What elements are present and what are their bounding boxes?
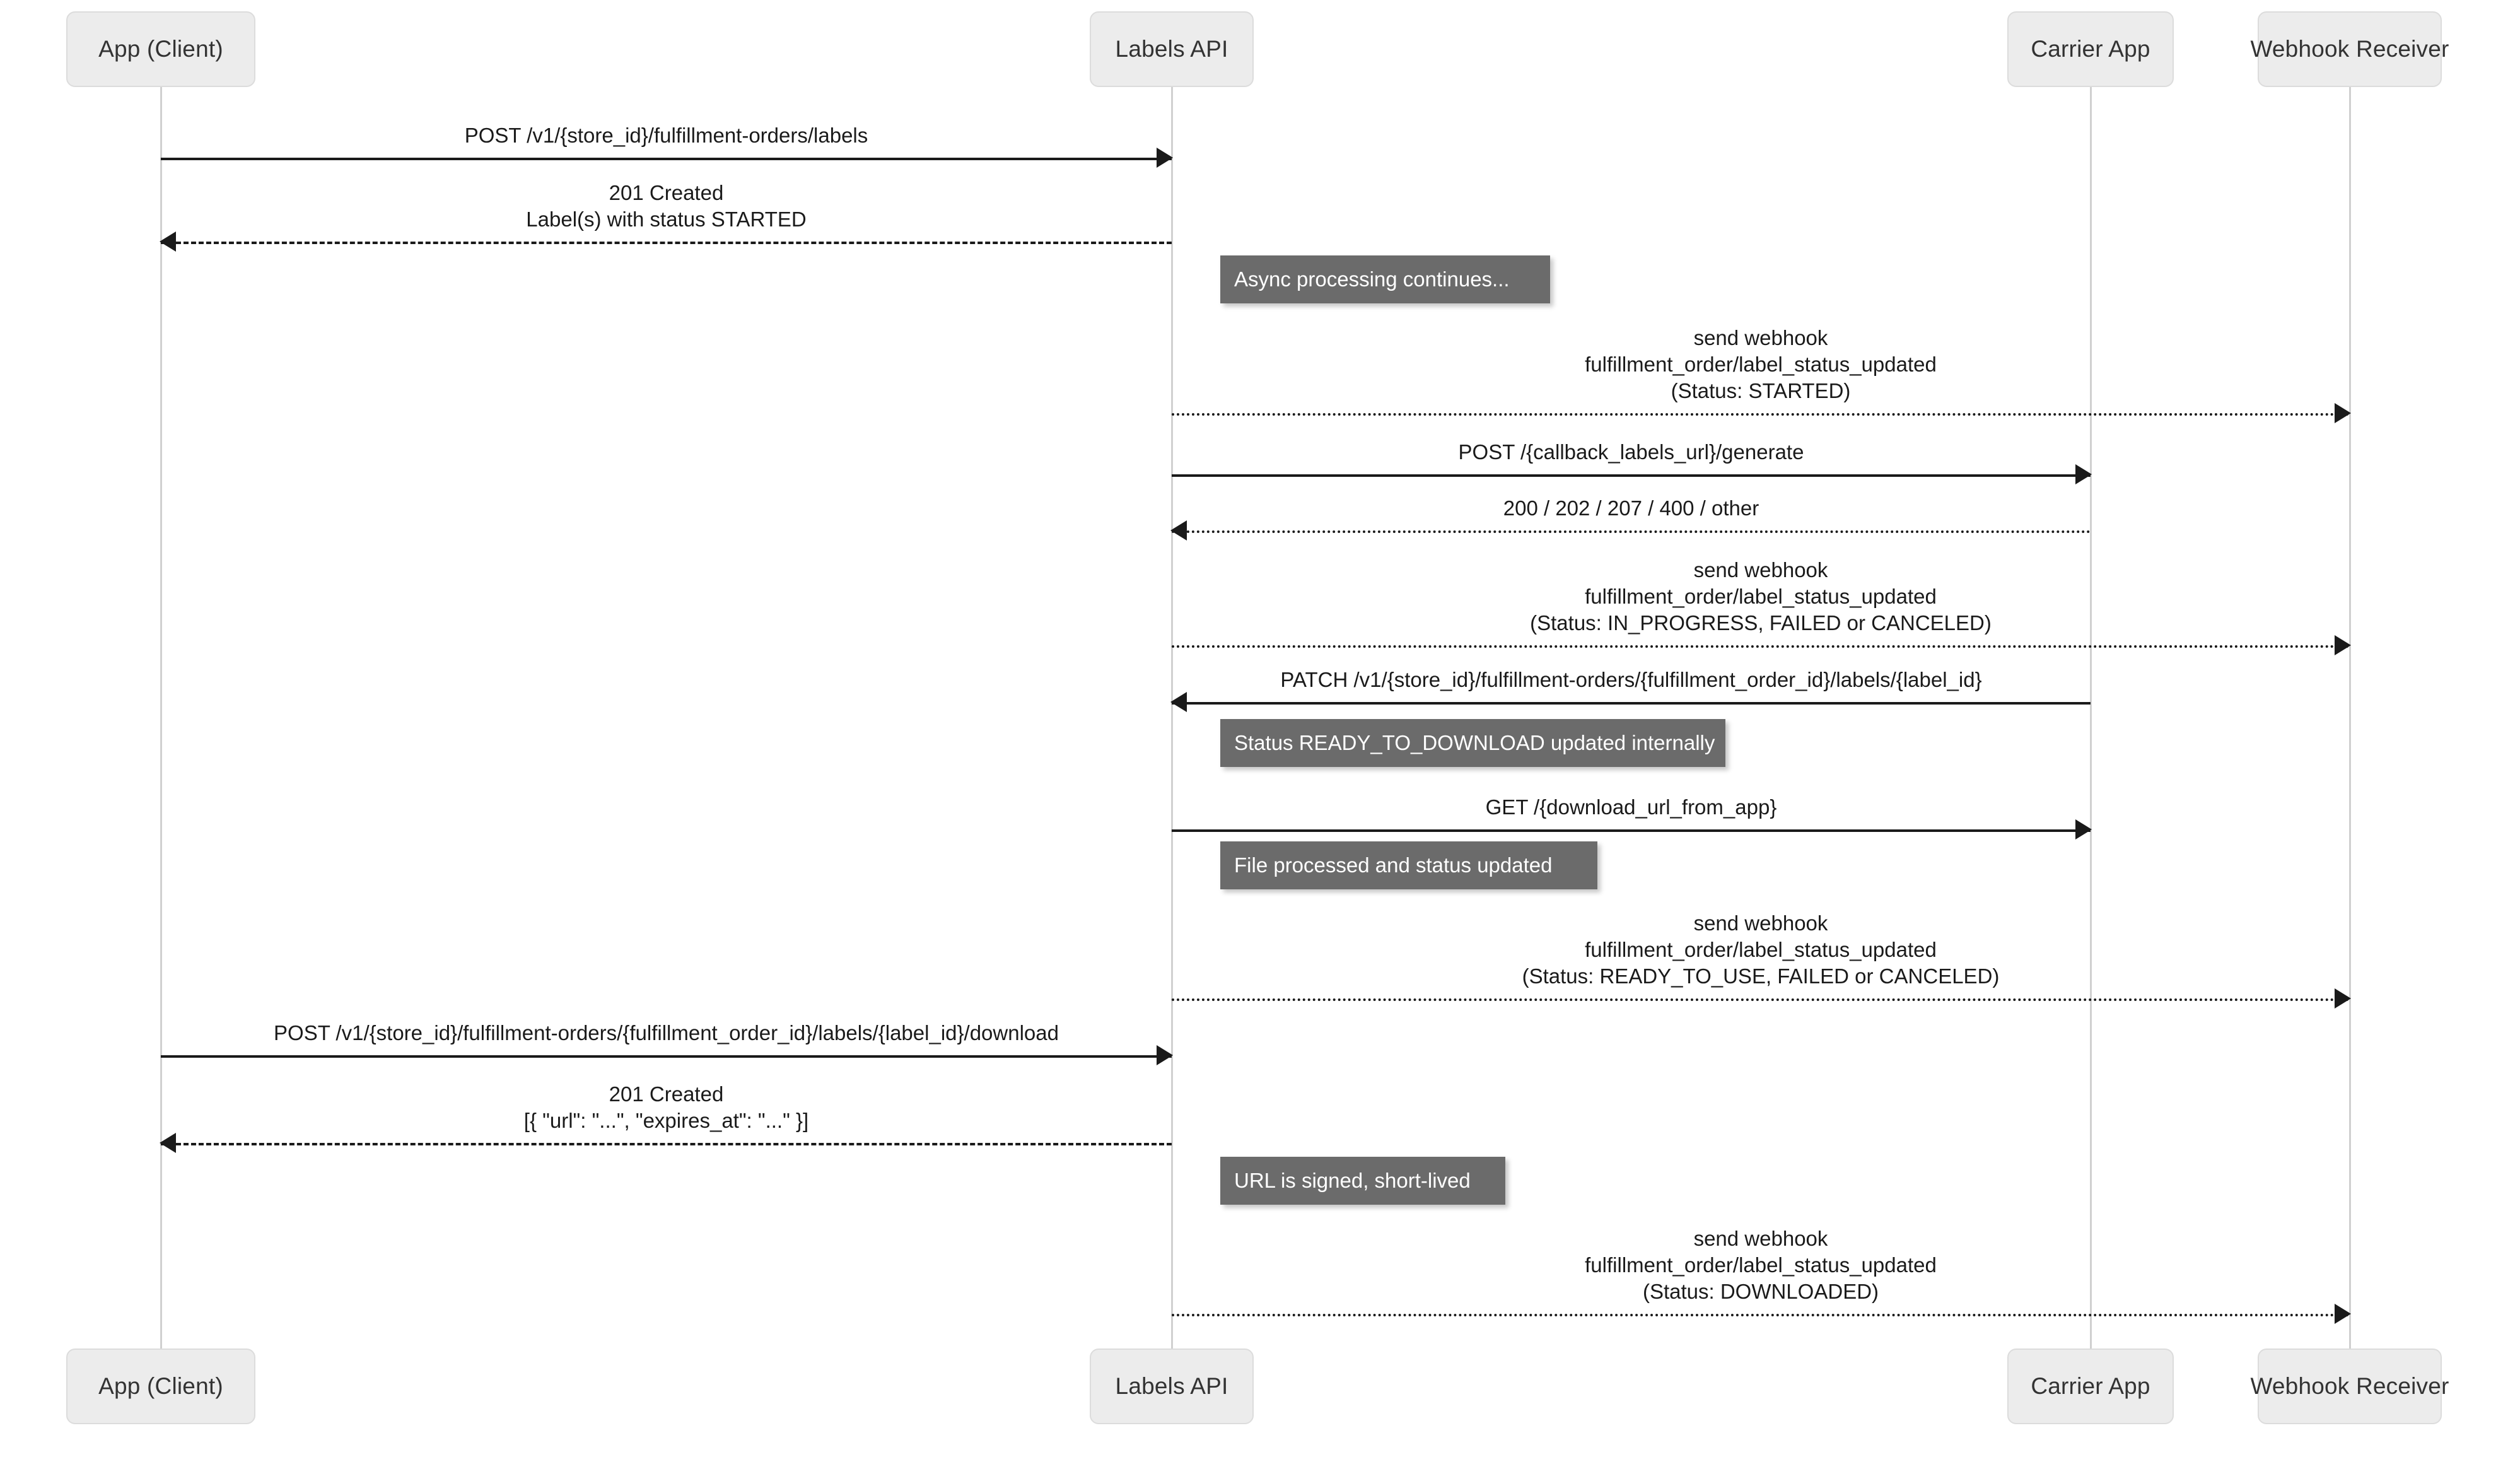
participant-label: Carrier App xyxy=(2031,36,2150,62)
arrowhead-right-icon xyxy=(2335,403,2351,423)
arrowhead-right-icon xyxy=(1157,1045,1173,1065)
arrowhead-right-icon xyxy=(2335,988,2351,1009)
message-label-m6: send webhook fulfillment_order/label_sta… xyxy=(1530,558,1992,635)
lifeline-api xyxy=(1171,87,1173,1349)
message-label-m5: 200 / 202 / 207 / 400 / other xyxy=(1503,496,1759,520)
message-line xyxy=(1172,474,2091,477)
participant-app-bottom[interactable]: App (Client) xyxy=(66,1349,255,1424)
note-text: File processed and status updated xyxy=(1234,853,1553,877)
arrowhead-right-icon xyxy=(2075,819,2092,840)
note-n4: URL is signed, short-lived xyxy=(1220,1157,1505,1205)
note-text: Status READY_TO_DOWNLOAD updated interna… xyxy=(1234,731,1715,754)
arrowhead-right-icon xyxy=(2335,1304,2351,1324)
note-n1: Async processing continues... xyxy=(1220,255,1550,303)
participant-label: Webhook Receiver xyxy=(2250,1373,2449,1399)
arrowhead-right-icon xyxy=(2075,464,2092,484)
lifeline-app xyxy=(160,87,162,1349)
message-line xyxy=(161,1143,1172,1145)
participant-webhook-top[interactable]: Webhook Receiver xyxy=(2250,11,2449,87)
message-label-m2: 201 Created Label(s) with status STARTED xyxy=(526,181,807,231)
lifeline-webhook xyxy=(2349,87,2351,1349)
message-label-m1: POST /v1/{store_id}/fulfillment-orders/l… xyxy=(464,124,868,147)
message-label-m4: POST /{callback_labels_url}/generate xyxy=(1458,440,1804,464)
message-line xyxy=(1172,645,2350,648)
arrowhead-left-icon xyxy=(160,231,176,252)
participant-webhook-bottom[interactable]: Webhook Receiver xyxy=(2250,1349,2449,1424)
participant-label: Webhook Receiver xyxy=(2250,36,2449,62)
message-line xyxy=(1172,530,2091,533)
message-label-m12: send webhook fulfillment_order/label_sta… xyxy=(1585,1227,1937,1304)
message-line xyxy=(1172,1314,2350,1316)
participant-label: Labels API xyxy=(1115,1373,1228,1399)
message-label-m9: send webhook fulfillment_order/label_sta… xyxy=(1522,911,2000,988)
lifeline-carrier xyxy=(2090,87,2092,1349)
arrowhead-right-icon xyxy=(2335,635,2351,655)
message-line xyxy=(161,158,1172,160)
message-label-m7: PATCH /v1/{store_id}/fulfillment-orders/… xyxy=(1280,668,1982,691)
participant-api-top[interactable]: Labels API xyxy=(1090,11,1254,87)
participant-app-top[interactable]: App (Client) xyxy=(66,11,255,87)
message-label-m10: POST /v1/{store_id}/fulfillment-orders/{… xyxy=(274,1021,1059,1044)
participant-api-bottom[interactable]: Labels API xyxy=(1090,1349,1254,1424)
participant-carrier-bottom[interactable]: Carrier App xyxy=(2007,1349,2174,1424)
message-label-m8: GET /{download_url_from_app} xyxy=(1485,795,1777,819)
participant-label: App (Client) xyxy=(98,36,223,62)
note-text: URL is signed, short-lived xyxy=(1234,1169,1471,1192)
message-line xyxy=(161,242,1172,244)
participant-label: App (Client) xyxy=(98,1373,223,1399)
note-n2: Status READY_TO_DOWNLOAD updated interna… xyxy=(1220,719,1725,767)
message-line xyxy=(1172,829,2091,832)
arrowhead-left-icon xyxy=(160,1133,176,1153)
message-line xyxy=(161,1055,1172,1058)
participant-label: Labels API xyxy=(1115,36,1228,62)
arrowhead-left-icon xyxy=(1170,520,1187,541)
arrowhead-right-icon xyxy=(1157,148,1173,168)
note-text: Async processing continues... xyxy=(1234,267,1510,291)
arrowhead-left-icon xyxy=(1170,692,1187,712)
message-line xyxy=(1172,998,2350,1001)
message-label-m11: 201 Created [{ "url": "...", "expires_at… xyxy=(523,1082,809,1133)
message-line xyxy=(1172,413,2350,416)
note-n3: File processed and status updated xyxy=(1220,841,1597,889)
participant-label: Carrier App xyxy=(2031,1373,2150,1399)
message-line xyxy=(1172,702,2091,705)
participant-carrier-top[interactable]: Carrier App xyxy=(2007,11,2174,87)
message-label-m3: send webhook fulfillment_order/label_sta… xyxy=(1585,326,1937,403)
